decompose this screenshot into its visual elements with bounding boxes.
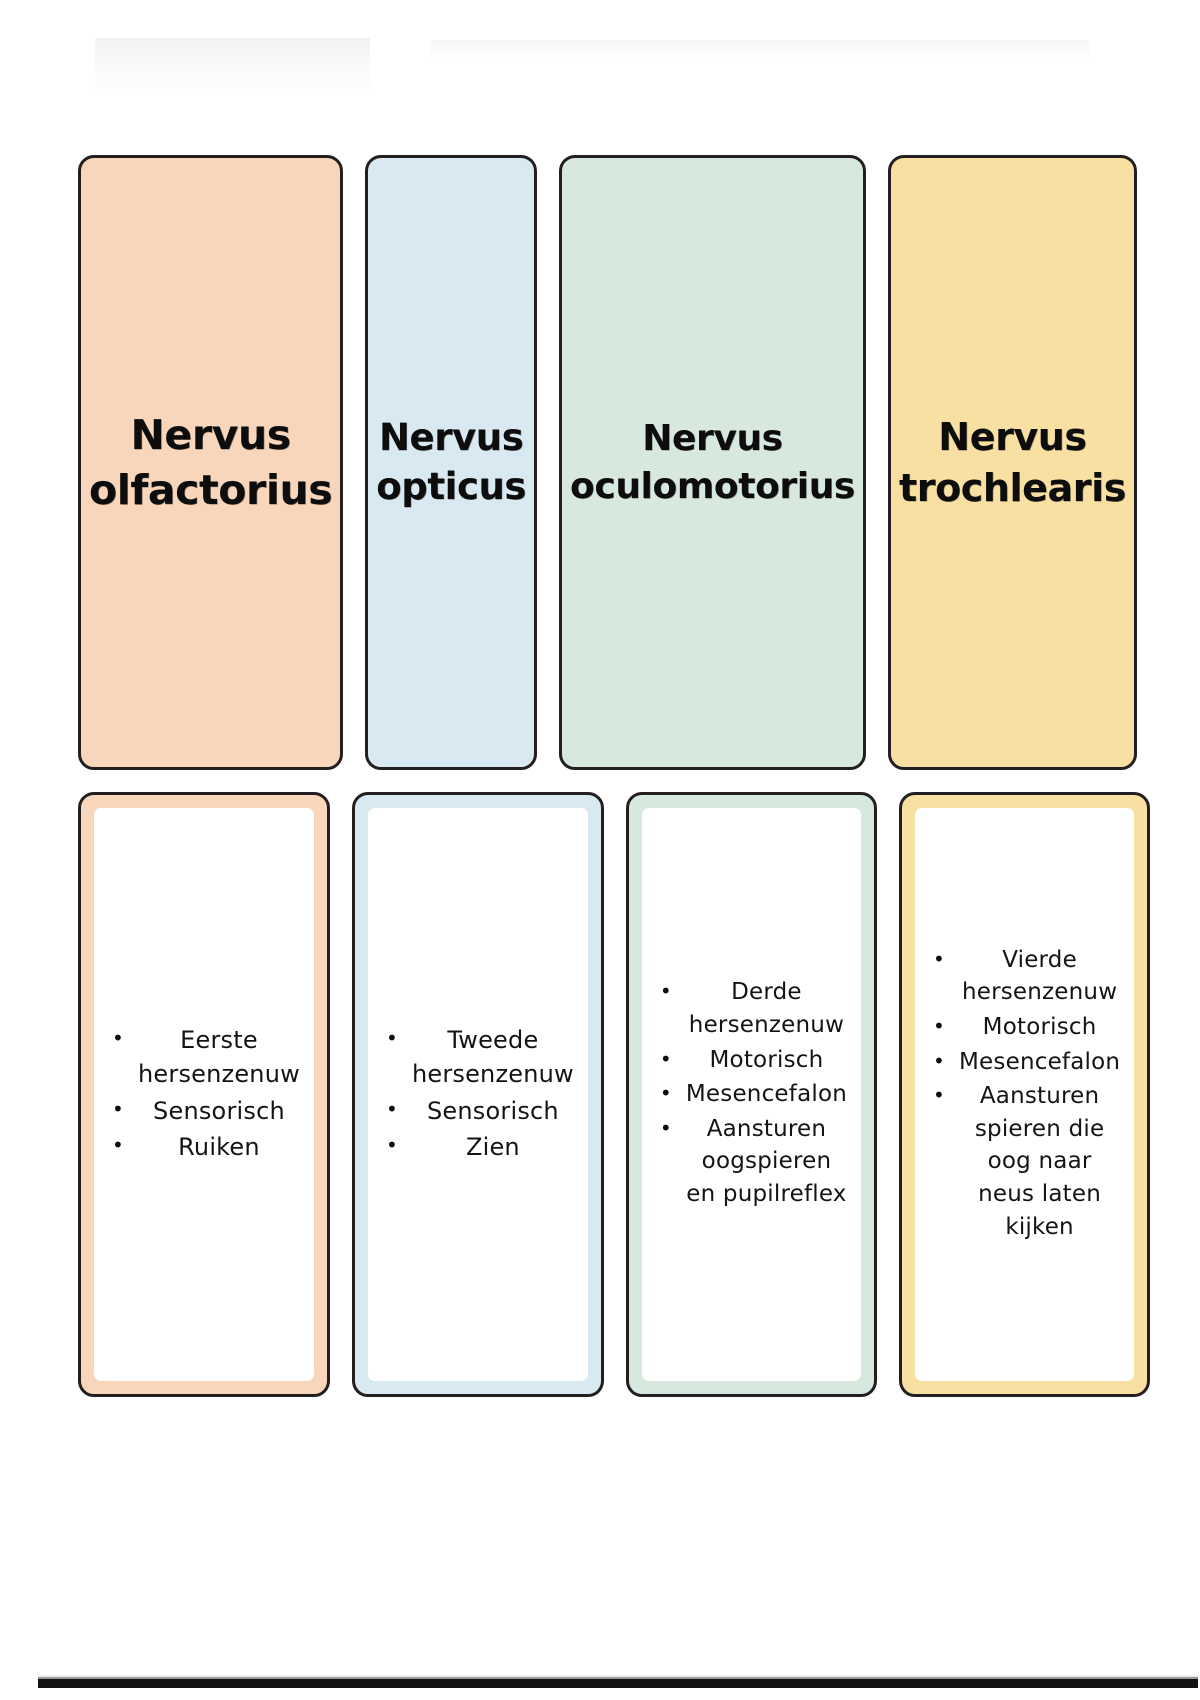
detail-bullet-item: Ruiken (104, 1130, 300, 1164)
title-line-2: opticus (376, 464, 527, 508)
detail-bullet-item: Vierde hersenzenuw (925, 944, 1120, 1009)
page-bottom-bar (38, 1677, 1198, 1688)
title-card-label: Nervus olfactorius (89, 408, 333, 516)
detail-bullet-list: Tweede hersenzenuwSensorischZien (378, 1023, 574, 1165)
detail-bullet-item: Aansturen oogspieren en pupilreflex (652, 1113, 847, 1211)
title-line-1: Nervus (378, 415, 524, 459)
detail-card-inner: Vierde hersenzenuwMotorischMesencefalonA… (915, 808, 1135, 1381)
page-bottom-shadow (38, 1674, 1198, 1679)
flashcard-grid: Nervus olfactorius Nervus opticus Nervus… (78, 155, 1151, 1397)
title-card-nervus-olfactorius[interactable]: Nervus olfactorius (78, 155, 344, 770)
scan-artifact-top-left (95, 38, 370, 96)
title-line-1: Nervus (938, 415, 1087, 460)
detail-card-nervus-trochlearis[interactable]: Vierde hersenzenuwMotorischMesencefalonA… (899, 792, 1151, 1397)
detail-bullet-item: Aansturen spieren die oog naar neus late… (925, 1080, 1120, 1243)
title-card-nervus-trochlearis[interactable]: Nervus trochlearis (887, 155, 1137, 770)
detail-card-inner: Derde hersenzenuwMotorischMesencefalonAa… (641, 808, 862, 1381)
detail-bullet-item: Eerste hersenzenuw (104, 1023, 300, 1091)
detail-bullet-item: Motorisch (652, 1044, 847, 1077)
detail-card-nervus-opticus[interactable]: Tweede hersenzenuwSensorischZien (351, 792, 604, 1397)
detail-bullet-item: Mesencefalon (652, 1078, 847, 1111)
title-card-row: Nervus olfactorius Nervus opticus Nervus… (78, 155, 1137, 770)
detail-card-inner: Tweede hersenzenuwSensorischZien (367, 808, 588, 1381)
detail-bullet-item: Mesencefalon (925, 1046, 1120, 1079)
detail-bullet-item: Derde hersenzenuw (652, 976, 847, 1041)
detail-bullet-item: Sensorisch (378, 1094, 574, 1128)
title-card-label: Nervus trochlearis (899, 412, 1126, 512)
title-card-nervus-oculomotorius[interactable]: Nervus oculomotorius (559, 155, 866, 770)
title-line-1: Nervus (642, 417, 783, 459)
title-line-1: Nervus (130, 411, 292, 460)
detail-bullet-item: Motorisch (925, 1011, 1120, 1044)
title-card-nervus-opticus[interactable]: Nervus opticus (365, 155, 538, 770)
scan-artifact-top-right (430, 40, 1090, 60)
detail-bullet-list: Derde hersenzenuwMotorischMesencefalonAa… (652, 976, 847, 1213)
title-card-label: Nervus opticus (376, 414, 526, 512)
title-line-2: trochlearis (898, 465, 1126, 510)
title-line-2: oculomotorius (570, 465, 855, 507)
detail-card-nervus-olfactorius[interactable]: Eerste hersenzenuwSensorischRuiken (78, 792, 330, 1397)
detail-card-row: Eerste hersenzenuwSensorischRuiken Tweed… (78, 792, 1151, 1397)
detail-bullet-item: Tweede hersenzenuw (378, 1023, 574, 1091)
detail-bullet-list: Vierde hersenzenuwMotorischMesencefalonA… (925, 944, 1120, 1246)
title-line-2: olfactorius (89, 465, 333, 514)
detail-bullet-item: Zien (378, 1130, 574, 1164)
title-card-label: Nervus oculomotorius (570, 415, 855, 510)
detail-bullet-list: Eerste hersenzenuwSensorischRuiken (104, 1023, 300, 1165)
detail-card-inner: Eerste hersenzenuwSensorischRuiken (94, 808, 314, 1381)
detail-bullet-item: Sensorisch (104, 1094, 300, 1128)
detail-card-nervus-oculomotorius[interactable]: Derde hersenzenuwMotorischMesencefalonAa… (625, 792, 878, 1397)
